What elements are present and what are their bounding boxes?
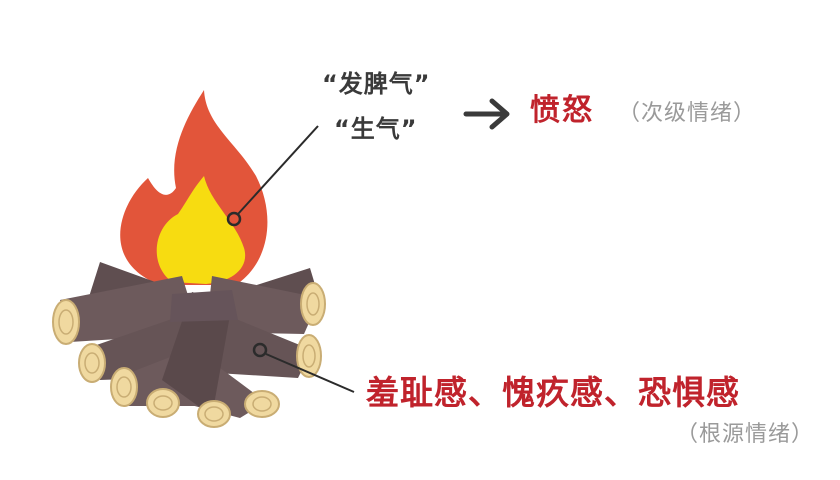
flame-icon	[120, 90, 268, 285]
logs-callout-line	[252, 342, 355, 393]
fire-quote-tantrum: “发脾气”	[322, 70, 431, 98]
secondary-emotion-note: （次级情绪）	[618, 101, 757, 126]
arrow-right-icon	[463, 98, 510, 130]
log-pile-icon	[52, 262, 326, 428]
flame-callout-line	[226, 125, 319, 227]
root-emotions-note: （根源情绪）	[676, 422, 815, 447]
root-emotions-label: 羞耻感、愧疚感、恐惧感	[366, 373, 740, 412]
secondary-emotion-label: 愤怒	[530, 93, 594, 128]
fire-quote-angry: “生气”	[334, 115, 418, 143]
